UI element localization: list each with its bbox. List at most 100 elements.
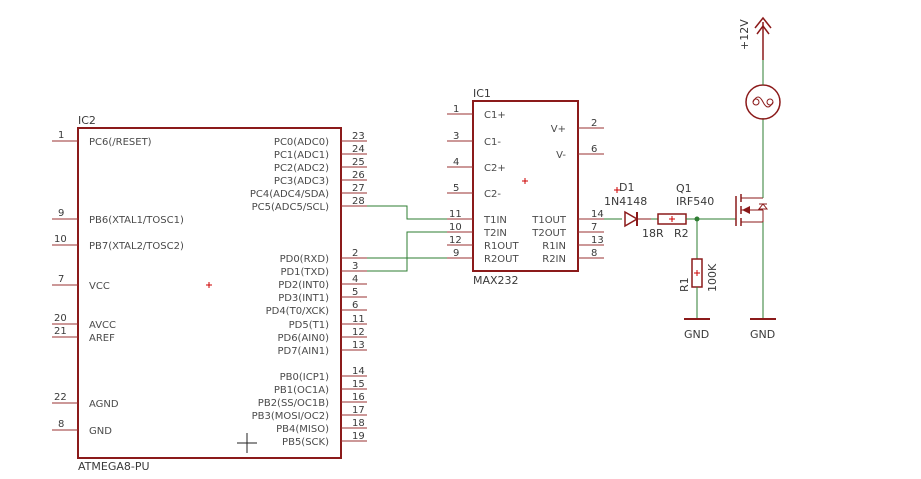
lamp-load bbox=[745, 60, 781, 120]
ic2-pin-name: PD2(INT0) bbox=[278, 280, 329, 291]
ic1-pin-num: 13 bbox=[591, 235, 604, 246]
ic1-ref: IC1 bbox=[473, 87, 491, 100]
d1-origin-mark bbox=[614, 187, 620, 193]
ic2-pin-name: PD5(T1) bbox=[289, 320, 329, 331]
ic2-pin-name: PC5(ADC5/SCL) bbox=[252, 202, 329, 213]
ic1-pin-num: 14 bbox=[591, 209, 604, 220]
ic1-pin-lines bbox=[447, 113, 604, 259]
ic2-pin-num: 3 bbox=[352, 261, 358, 272]
svg-text:1: 1 bbox=[58, 130, 64, 141]
d1-diode: D1 1N4148 bbox=[604, 181, 651, 228]
ic1-pin-name: R2IN bbox=[542, 254, 566, 265]
ic1-pin-name: T2IN bbox=[483, 228, 507, 239]
r2-ref: R2 bbox=[674, 227, 689, 240]
ic1-pin-name: R1OUT bbox=[484, 241, 520, 252]
ic2-pin-num: 2 bbox=[352, 248, 358, 259]
ic2-value: ATMEGA8-PU bbox=[78, 460, 150, 473]
ic1-pin-name: R1IN bbox=[542, 241, 566, 252]
ic2-pin-name: PB0(ICP1) bbox=[280, 372, 329, 383]
net-wires-uart bbox=[367, 205, 447, 272]
svg-text:AGND: AGND bbox=[89, 399, 119, 410]
ic2-pin-num: 12 bbox=[352, 327, 365, 338]
ic1-pin-name: V+ bbox=[551, 124, 566, 135]
ic2-body bbox=[77, 127, 342, 459]
ic2-left-pin: 10 PB7(XTAL2/TOSC2) bbox=[52, 234, 184, 252]
ic2-pin-name: PB1(OC1A) bbox=[274, 385, 329, 396]
ic2-pin-num: 23 bbox=[352, 131, 365, 142]
svg-text:PC6(/RESET): PC6(/RESET) bbox=[89, 137, 152, 148]
ic1-pin-num: 11 bbox=[449, 209, 462, 220]
ic2-pin-name: PC0(ADC0) bbox=[274, 137, 329, 148]
ic2-left-pin: 22 AGND bbox=[52, 392, 119, 410]
ic2-left-pin: 21 AREF bbox=[52, 326, 115, 344]
ic2-pin-num: 27 bbox=[352, 183, 365, 194]
ic2-origin-mark bbox=[206, 282, 212, 288]
ic2-pin-name: PC1(ADC1) bbox=[274, 150, 329, 161]
ic2-pin-name: PB3(MOSI/OC2) bbox=[252, 411, 330, 422]
ic1-origin-mark bbox=[522, 178, 528, 184]
ic2-ref: IC2 bbox=[78, 114, 96, 127]
ic1-pin-name: T1OUT bbox=[531, 215, 567, 226]
ic1-pin-num: 5 bbox=[453, 183, 459, 194]
svg-text:GND: GND bbox=[89, 426, 112, 437]
ic2-pin-num: 4 bbox=[352, 274, 358, 285]
d1-symbol bbox=[624, 210, 639, 228]
q1-ref: Q1 bbox=[676, 182, 692, 195]
ic1-pin-num: 12 bbox=[449, 235, 462, 246]
ic2-pin-name: PB5(SCK) bbox=[282, 437, 329, 448]
ic2-pin-num: 14 bbox=[352, 366, 365, 377]
ic2-pin-name: PC4(ADC4/SDA) bbox=[250, 189, 329, 200]
r1-value: 100K bbox=[706, 263, 719, 292]
svg-text:22: 22 bbox=[54, 392, 67, 403]
q1-arrow bbox=[742, 206, 750, 214]
ic2-pin-num: 19 bbox=[352, 431, 365, 442]
ic1-pin-name: R2OUT bbox=[484, 254, 520, 265]
ic1-pin-num: 6 bbox=[591, 144, 597, 155]
q1-body-diode bbox=[757, 203, 769, 210]
gnd-symbol-q1: GND bbox=[750, 318, 776, 341]
ic1-pin-name: C1+ bbox=[484, 110, 506, 121]
ic2-pin-name: PB4(MISO) bbox=[276, 424, 329, 435]
wire-pd1-to-t2in bbox=[367, 231, 447, 272]
ic2-pin-num: 18 bbox=[352, 418, 365, 429]
ic2-left-pin: 1 PC6(/RESET) bbox=[52, 130, 152, 148]
svg-text:VCC: VCC bbox=[89, 281, 110, 292]
ic2-left-pin: 20 AVCC bbox=[52, 313, 116, 331]
ic1-pin-num: 2 bbox=[591, 118, 597, 129]
ic1-value: MAX232 bbox=[473, 274, 519, 287]
ic1-pin-name: C2+ bbox=[484, 163, 506, 174]
ic2-pin-name: PC3(ADC3) bbox=[274, 176, 329, 187]
svg-text:AREF: AREF bbox=[89, 333, 115, 344]
ic2-left-pin: 8 GND bbox=[52, 419, 112, 437]
ic2-pin-num: 15 bbox=[352, 379, 365, 390]
supply-12v: +12V bbox=[738, 16, 772, 60]
ic2-cursor-cross bbox=[237, 433, 257, 453]
ic2-pin-name: PD3(INT1) bbox=[278, 293, 329, 304]
ic2-pin-num: 17 bbox=[352, 405, 365, 416]
svg-text:PB6(XTAL1/TOSC1): PB6(XTAL1/TOSC1) bbox=[89, 215, 184, 226]
ic2-pin-num: 25 bbox=[352, 157, 365, 168]
ic2-right-pin-labels: PC0(ADC0) PC1(ADC1) PC2(ADC2) PC3(ADC3) … bbox=[250, 131, 365, 448]
ic2-pin-name: PD7(AIN1) bbox=[277, 346, 329, 357]
q1-value: IRF540 bbox=[676, 195, 714, 208]
ic2-pin-name: PD4(T0/XCK) bbox=[266, 306, 329, 317]
ic1-pin-num: 3 bbox=[453, 131, 459, 142]
ic2-pin-num: 28 bbox=[352, 196, 365, 207]
r1-ref: R1 bbox=[678, 277, 691, 292]
ic2-pin-name: PB2(SS/OC1B) bbox=[258, 398, 329, 409]
gnd-label: GND bbox=[684, 328, 709, 341]
ic1-pin-num: 10 bbox=[449, 222, 462, 233]
svg-text:9: 9 bbox=[58, 208, 64, 219]
svg-text:10: 10 bbox=[54, 234, 67, 245]
ic1-pin-labels: C1+ C1- C2+ C2- T1IN T2IN R1OUT R2OUT 1 … bbox=[449, 104, 604, 265]
q1-mosfet: Q1 IRF540 bbox=[676, 182, 769, 226]
supply-label: +12V bbox=[738, 19, 751, 50]
wire-pc5-to-t1in bbox=[367, 205, 447, 220]
ic1-pin-num: 9 bbox=[453, 248, 459, 259]
r2-resistor: 18R R2 bbox=[642, 213, 697, 240]
d1-ref: D1 bbox=[619, 181, 634, 194]
ic2-left-pin: 7 VCC bbox=[52, 274, 110, 292]
lamp-filament bbox=[752, 96, 774, 108]
ic2-pin-num: 6 bbox=[352, 300, 358, 311]
